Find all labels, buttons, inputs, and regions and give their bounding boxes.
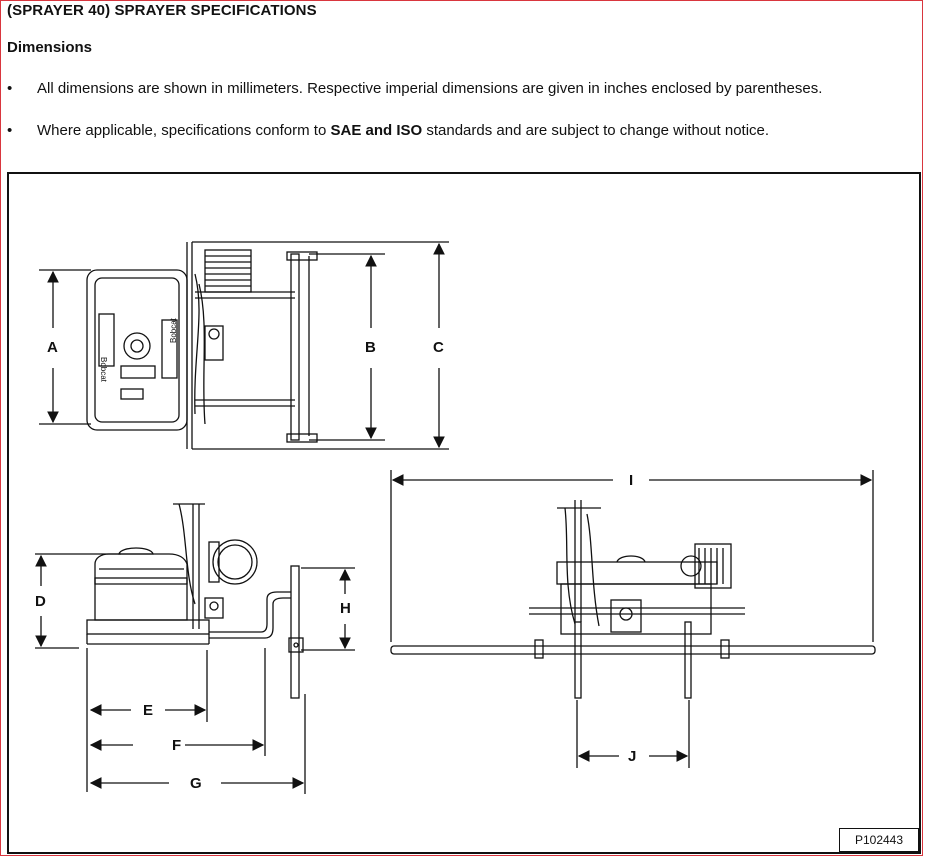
label-i: I <box>629 472 633 489</box>
dimension-diagram: A B C Bobcat Bobcat <box>7 172 921 854</box>
top-view <box>39 241 449 450</box>
pump-top <box>204 325 224 361</box>
pump-side <box>204 597 224 619</box>
label-b: B <box>365 339 376 356</box>
bullet-standards-note: • Where applicable, specifications confor… <box>7 122 769 139</box>
front-view <box>390 470 876 768</box>
main-boom <box>390 645 876 655</box>
boom-bar-top-view <box>290 253 300 441</box>
boom-bar-side <box>290 565 300 699</box>
page-title: (SPRAYER 40) SPRAYER SPECIFICATIONS <box>7 2 317 19</box>
bullet-text: All dimensions are shown in millimeters.… <box>37 80 823 97</box>
decal-left <box>98 313 115 367</box>
frame-front <box>560 583 712 635</box>
logo-decal-right: Bobcat <box>169 317 178 343</box>
label-d: D <box>35 593 46 610</box>
leg-right <box>684 621 692 699</box>
label-e: E <box>143 702 153 719</box>
bullet-mark: • <box>7 80 13 97</box>
hose-top <box>194 273 200 415</box>
logo-decal-left: Bobcat <box>99 357 108 383</box>
side-view <box>35 503 355 794</box>
section-heading: Dimensions <box>7 39 93 56</box>
skid-base <box>86 619 210 635</box>
label-g: G <box>190 775 202 792</box>
tank-top-inner <box>94 277 180 423</box>
tank-lid-cap <box>130 339 144 353</box>
figure-reference-number: P102443 <box>839 828 919 852</box>
bullet-dimensions-note: • All dimensions are shown in millimeters… <box>7 80 822 97</box>
label-h: H <box>340 600 351 617</box>
hose-reel-front <box>694 543 732 589</box>
sprayer-drawing: A B C Bobcat Bobcat <box>35 241 876 794</box>
label-f: F <box>172 737 181 754</box>
boom-arm-side <box>209 591 291 633</box>
label-a: A <box>47 339 58 356</box>
bullet-text-pre: Where applicable, specifications conform… <box>37 122 331 139</box>
bullet-text-strong: SAE and ISO <box>330 122 423 139</box>
hose-front <box>564 507 576 625</box>
hose-reel-side <box>212 539 258 585</box>
tank-front-cap <box>616 555 646 563</box>
decal-plate <box>120 365 156 379</box>
label-c: C <box>433 339 444 356</box>
label-j: J <box>628 748 636 765</box>
tank-top-outline <box>86 269 188 431</box>
hose-side <box>178 503 196 605</box>
tank-lid <box>123 332 151 360</box>
leg-left <box>574 621 582 699</box>
pump-front <box>610 599 642 633</box>
decal-right <box>161 319 178 379</box>
decal-small <box>120 388 144 400</box>
bullet-mark: • <box>7 122 13 139</box>
tank-side-cap <box>118 547 154 555</box>
bullet-text-post: standards and are subject to change with… <box>422 122 770 139</box>
